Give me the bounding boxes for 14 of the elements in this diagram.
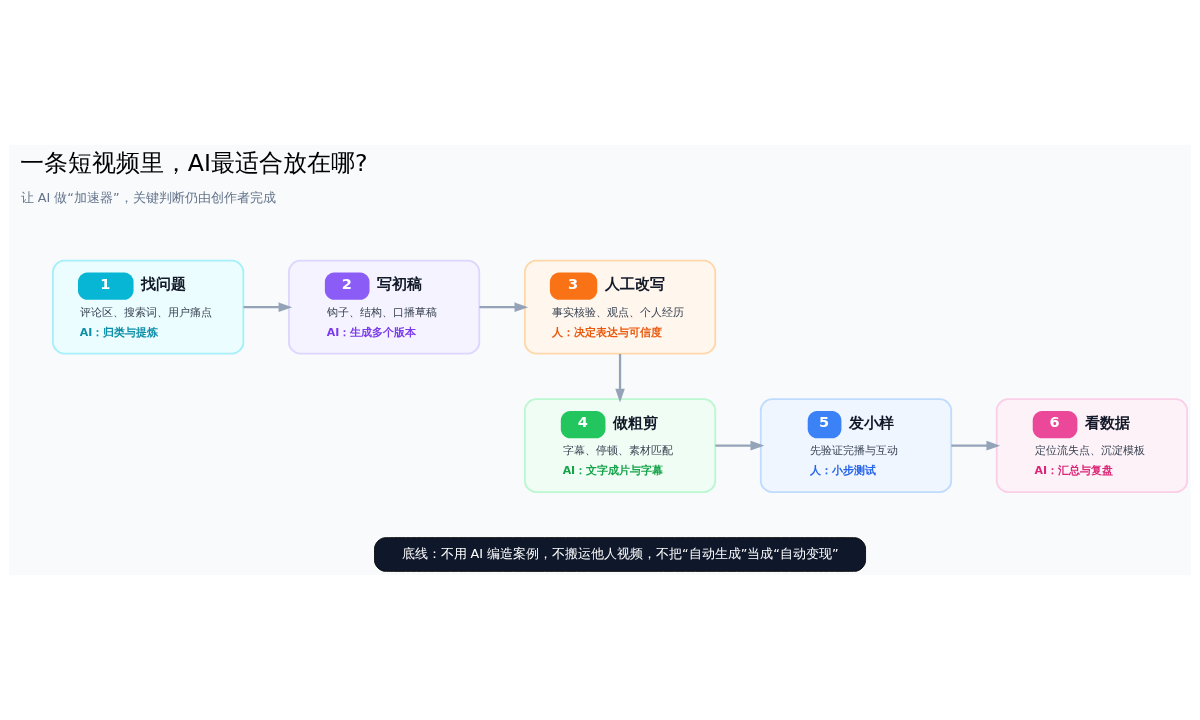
arrow xyxy=(951,440,1001,451)
arrow xyxy=(615,353,625,403)
arrow xyxy=(479,302,529,312)
node-box: 6 看数据 定位流失点、沉淀模板 AI：汇总与复盘 xyxy=(995,398,1189,493)
node-box: 5 发小样 先验证完播与互动 人：小步测试 xyxy=(759,398,953,493)
diagram-title: 一条短视频里，AI最适合放在哪? xyxy=(19,149,368,178)
arrow xyxy=(715,440,765,451)
node-box: 4 做粗剪 字幕、停顿、素材匹配 AI：文字成片与字幕 xyxy=(523,398,717,493)
node-box: 2 写初稿 钩子、结构、口播草稿 AI：生成多个版本 xyxy=(287,259,481,355)
arrow xyxy=(243,302,293,312)
node-box: 3 人工改写 事实核验、观点、个人经历 人：决定表达与可信度 xyxy=(523,259,717,355)
node-box: 1 找问题 评论区、搜索词、用户痛点 AI：归类与提炼 xyxy=(52,259,245,355)
label: 底线：不用 AI 编造案例，不搬运他人视频，不把“自动生成”当成“自动变现” xyxy=(401,545,839,561)
label: 让 AI 做“加速器”，关键判断仍由创作者完成 xyxy=(20,190,276,206)
